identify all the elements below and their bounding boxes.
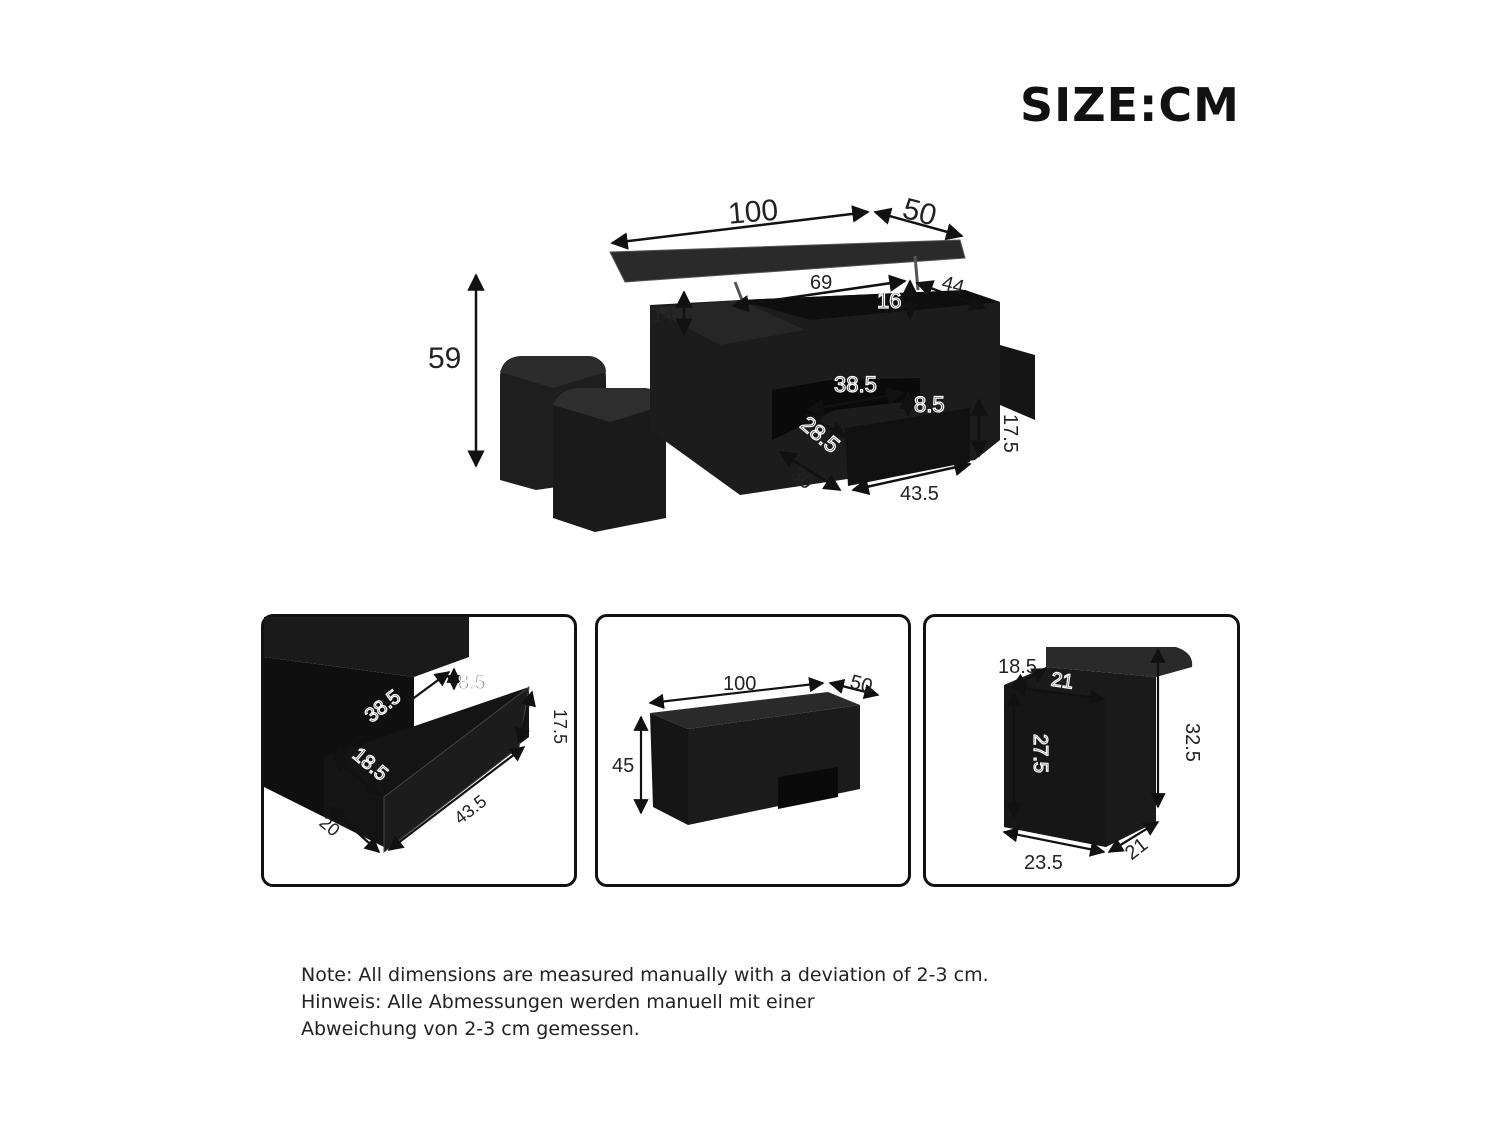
dim-17-5: 17.5 xyxy=(550,709,570,744)
size-unit-title: SIZE:CM xyxy=(1020,78,1240,132)
dim-21-top: 21 xyxy=(1050,669,1075,694)
dim-45: 45 xyxy=(612,755,634,777)
dim-8-5: 8.5 xyxy=(458,672,486,694)
note-english: Note: All dimensions are measured manual… xyxy=(301,964,989,986)
dim-drawer-8-5: 8.5 xyxy=(914,392,945,417)
dim-18-5: 18.5 xyxy=(998,656,1037,678)
dim-43-5: 43.5 xyxy=(450,791,490,828)
dim-32-5: 32.5 xyxy=(1181,723,1203,762)
dim-100: 100 xyxy=(723,673,756,695)
measurement-note: Note: All dimensions are measured manual… xyxy=(301,962,989,1043)
detail-panel-stool: 18.5 21 27.5 32.5 23.5 21 xyxy=(923,614,1240,887)
dim-lift-14: 14 xyxy=(652,305,674,327)
dim-height-59: 59 xyxy=(428,342,461,375)
dim-depth-50: 50 xyxy=(899,192,940,233)
dim-drawer-38-5: 38.5 xyxy=(834,372,877,397)
dim-inner-depth-16: 16 xyxy=(877,288,901,313)
note-german-line1: Hinweis: Alle Abmessungen werden manuell… xyxy=(301,991,815,1013)
dim-drawer-17-5: 17.5 xyxy=(999,414,1021,453)
dimension-arrows xyxy=(467,205,988,496)
main-furniture-diagram: 100 50 59 14 69 16 44 38.5 8.5 28.5 17.5… xyxy=(428,192,1035,532)
stool-front xyxy=(553,388,666,532)
dim-width-100: 100 xyxy=(727,194,780,231)
dim-27-5: 27.5 xyxy=(1029,734,1051,773)
dim-23-5: 23.5 xyxy=(1024,852,1063,874)
dim-inner-width-69: 69 xyxy=(810,272,832,294)
detail-panel-table-closed: 100 50 45 xyxy=(595,614,911,887)
dim-drawer-43-5: 43.5 xyxy=(900,483,939,505)
note-german-line2: Abweichung von 2-3 cm gemessen. xyxy=(301,1018,640,1040)
dim-21-bottom: 21 xyxy=(1121,834,1152,865)
detail-panel-drawer: 38.5 8.5 17.5 18.5 43.5 20 xyxy=(261,614,577,887)
